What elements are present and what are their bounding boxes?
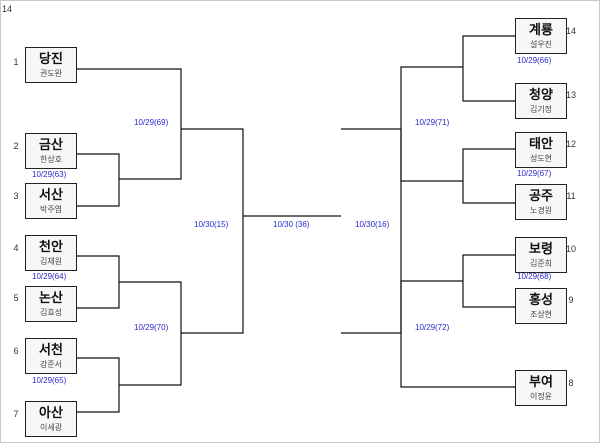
team-name: 아산 xyxy=(39,405,63,420)
seed-label: 7 xyxy=(13,409,19,419)
line-l-r2b xyxy=(119,281,182,386)
team-name: 부여 xyxy=(529,374,553,389)
line-l-r1a-out xyxy=(119,129,182,180)
team-name: 공주 xyxy=(529,188,553,203)
seed-label: 11 xyxy=(566,191,576,201)
match-date: 10/30 (36) xyxy=(273,220,310,229)
team-player: 이세광 xyxy=(39,423,63,432)
seed-label: 10 xyxy=(565,244,576,254)
line-l-r1c xyxy=(77,357,120,413)
line-r2a xyxy=(400,66,463,182)
team-player: 조상현 xyxy=(529,310,553,319)
team-box-cheonan: 천안 김채원 xyxy=(25,235,77,271)
team-name: 계룡 xyxy=(529,22,553,37)
line-l-r1b xyxy=(77,255,120,309)
seed-label: 13 xyxy=(565,90,576,100)
team-box-seosan: 서산 박주엽 xyxy=(25,183,77,219)
team-player: 설우진 xyxy=(529,40,553,49)
corner-label: 14 xyxy=(2,4,13,14)
match-date: 10/29(70) xyxy=(134,323,169,332)
seed-label: 2 xyxy=(13,141,19,151)
line-r2b xyxy=(400,280,515,388)
seed-label: 5 xyxy=(13,293,19,303)
team-name: 보령 xyxy=(529,241,553,256)
team-player: 김효성 xyxy=(39,308,63,317)
line-r1a xyxy=(462,35,515,102)
match-date: 10/29(65) xyxy=(32,376,67,385)
seed-label: 9 xyxy=(568,295,574,305)
line-r1c xyxy=(462,254,515,308)
match-date: 10/30(15) xyxy=(194,220,229,229)
team-name: 금산 xyxy=(39,137,63,152)
line-r-semi xyxy=(341,128,402,334)
team-name: 논산 xyxy=(39,290,63,305)
team-name: 홍성 xyxy=(529,292,553,307)
line-l-r1a xyxy=(77,153,120,207)
team-player: 권도완 xyxy=(39,69,63,78)
team-box-asan: 아산 이세광 xyxy=(25,401,77,437)
team-name: 서산 xyxy=(39,187,63,202)
team-name: 태안 xyxy=(529,136,553,151)
team-player: 박주엽 xyxy=(39,205,63,214)
seed-label: 14 xyxy=(565,26,576,36)
team-box-taean: 태안 성도현 xyxy=(515,132,567,168)
team-box-cheongyang: 청양 김기정 xyxy=(515,83,567,119)
team-box-nonsan: 논산 김효성 xyxy=(25,286,77,322)
team-box-geumsan: 금산 한상호 xyxy=(25,133,77,169)
match-date: 10/29(67) xyxy=(517,169,552,178)
match-date: 10/30(16) xyxy=(355,220,390,229)
team-player: 이정윤 xyxy=(529,392,553,401)
team-box-buyeo: 부여 이정윤 xyxy=(515,370,567,406)
seed-label: 4 xyxy=(13,243,19,253)
team-box-hongseong: 홍성 조상현 xyxy=(515,288,567,324)
team-player: 김채원 xyxy=(39,257,63,266)
line-r1b xyxy=(462,148,515,204)
team-box-seocheon: 서천 강준서 xyxy=(25,338,77,374)
team-player: 강준서 xyxy=(39,360,63,369)
team-name: 청양 xyxy=(529,87,553,102)
team-player: 노경원 xyxy=(529,206,553,215)
seed-label: 12 xyxy=(565,139,576,149)
line-l-semi xyxy=(181,128,244,334)
match-date: 10/29(64) xyxy=(32,272,67,281)
team-player: 김준희 xyxy=(529,259,553,268)
team-name: 당진 xyxy=(39,51,63,66)
match-date: 10/29(68) xyxy=(517,272,552,281)
team-box-boryeong: 보령 김준희 xyxy=(515,237,567,273)
seed-label: 1 xyxy=(13,57,19,67)
seed-label: 3 xyxy=(13,191,19,201)
team-box-gyeryong: 계룡 설우진 xyxy=(515,18,567,54)
team-box-dangjin: 당진 권도완 xyxy=(25,47,77,83)
match-date: 10/29(69) xyxy=(134,118,169,127)
team-player: 한상호 xyxy=(39,155,63,164)
team-name: 서천 xyxy=(39,342,63,357)
team-name: 천안 xyxy=(39,239,63,254)
seed-label: 6 xyxy=(13,346,19,356)
match-date: 10/29(66) xyxy=(517,56,552,65)
match-date: 10/29(63) xyxy=(32,170,67,179)
match-date: 10/29(71) xyxy=(415,118,450,127)
match-date: 10/29(72) xyxy=(415,323,450,332)
seed-label: 8 xyxy=(568,378,574,388)
team-player: 성도현 xyxy=(529,154,553,163)
team-box-gongju: 공주 노경원 xyxy=(515,184,567,220)
line-l-dangjin xyxy=(77,68,182,129)
team-player: 김기정 xyxy=(529,105,553,114)
